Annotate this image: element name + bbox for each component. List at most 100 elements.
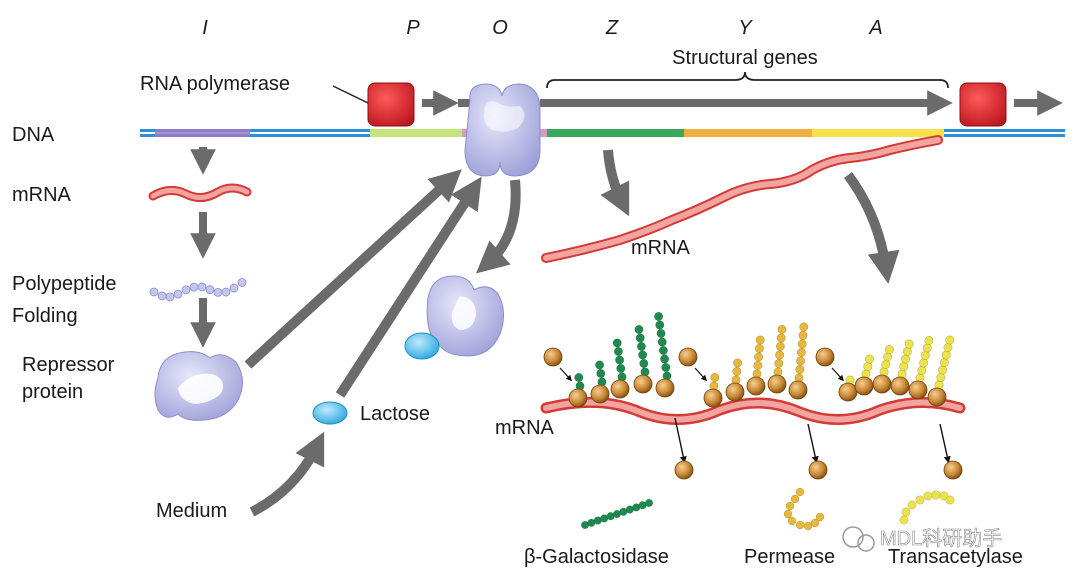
chain-bead: [943, 342, 953, 352]
chain-bead: [636, 341, 646, 351]
transacetylase-label: Transacetylase: [888, 546, 1023, 568]
chain-bead: [615, 355, 625, 365]
chain-bead: [939, 357, 949, 367]
transacetylase-bead: [923, 491, 933, 501]
medium-to-lactose-arrow: [249, 431, 325, 517]
inactive-repressor: [426, 275, 504, 357]
chain-bead: [658, 345, 668, 355]
chain-bead: [596, 368, 606, 378]
polypeptide-bead: [165, 292, 175, 302]
ribosome: [633, 374, 653, 394]
binding-arrow: [831, 367, 845, 382]
structural-genes-brace: [546, 71, 949, 89]
ribosome: [927, 387, 947, 407]
translation-complex: [543, 311, 963, 531]
incoming-ribosome: [543, 347, 563, 367]
ribosome: [788, 380, 808, 400]
transacetylase-bead: [907, 500, 917, 510]
polypeptide-bead: [237, 278, 247, 287]
chain-bead: [795, 364, 805, 374]
transacetylase-bead: [931, 490, 941, 500]
polypeptide-bead: [229, 283, 239, 293]
permease-bead: [795, 487, 805, 497]
transcription-to-mrna-arrow: [600, 149, 630, 217]
dna-strand: [140, 129, 1065, 137]
chain-bead: [754, 343, 764, 353]
polypeptide-bead: [157, 291, 167, 301]
repressor-release-arrow: [475, 179, 521, 274]
rna-polymerase-label: RNA polymerase: [140, 73, 290, 95]
mrna-to-translation-arrow: [843, 172, 900, 284]
chain-bead: [710, 372, 720, 382]
repressor-label-line1: Repressor: [22, 354, 115, 376]
gene-y-label: Y: [738, 17, 753, 39]
chain-bead: [574, 372, 584, 382]
binding-arrow: [559, 367, 573, 382]
chain-bead: [639, 358, 649, 368]
mrna-left-label: mRNA: [12, 184, 72, 206]
structural-genes-label: Structural genes: [672, 47, 818, 69]
polypeptide-bead: [149, 287, 159, 297]
chain-bead: [922, 343, 932, 353]
permease-bead: [787, 516, 797, 526]
mrna-ribosome-label: mRNA: [495, 417, 555, 439]
release-arrow: [674, 417, 687, 464]
released-ribosome: [808, 460, 828, 480]
ribosome: [655, 378, 675, 398]
ribosome: [890, 376, 910, 396]
chain-bead: [755, 335, 765, 345]
repressor-protein: [154, 351, 243, 421]
permease-bead: [795, 520, 805, 530]
polypeptide-bead: [181, 285, 191, 295]
chain-bead: [612, 338, 622, 348]
ribosome: [725, 382, 745, 402]
polypeptide-chain: [149, 278, 247, 302]
incoming-ribosome: [678, 347, 698, 367]
ribosome: [767, 374, 787, 394]
rna-polymerase-leader: [332, 85, 369, 104]
chain-bead: [635, 333, 645, 343]
polypeptide-bead: [205, 285, 215, 295]
chain-bead: [595, 360, 605, 370]
ribosome: [854, 376, 874, 396]
chain-bead: [938, 365, 948, 375]
watermark: MDL科研助手: [842, 526, 1003, 552]
chain-bead: [941, 350, 951, 360]
permease-bead: [790, 494, 800, 504]
gene-p-label: P: [406, 17, 420, 39]
repressor-label-line2: protein: [22, 381, 83, 403]
chain-bead: [775, 341, 785, 351]
mrna-short: [150, 185, 250, 200]
ribosome: [568, 388, 588, 408]
chain-bead: [654, 311, 664, 321]
chain-bead: [883, 352, 893, 362]
permease-label: Permease: [744, 546, 835, 568]
lactose-label: Lactose: [360, 403, 430, 425]
chain-bead: [753, 360, 763, 370]
chain-bead: [863, 361, 873, 371]
chain-bead: [884, 344, 894, 354]
polypeptide-bead: [189, 282, 199, 292]
chain-bead: [638, 350, 648, 360]
chain-bead: [904, 339, 914, 349]
chain-bead: [798, 330, 808, 340]
permease-bead: [803, 521, 813, 531]
permease-bead: [815, 512, 825, 522]
rna-polymerase-terminal: [959, 82, 1007, 127]
chain-bead: [613, 346, 623, 356]
beta-galactosidase-bead: [644, 498, 654, 508]
transacetylase-bead: [899, 515, 909, 525]
polypeptide-bead: [173, 289, 183, 299]
transacetylase-bead: [915, 495, 925, 505]
chain-bead: [901, 354, 911, 364]
ribosome: [838, 382, 858, 402]
chain-bead: [919, 358, 929, 368]
mrna-long-label: mRNA: [631, 237, 691, 259]
chain-bead: [660, 354, 670, 364]
chain-bead: [777, 324, 787, 334]
chain-bead: [776, 333, 786, 343]
bound-lactose: [404, 332, 440, 360]
folding-label: Folding: [12, 305, 78, 327]
dna-label: DNA: [12, 124, 55, 146]
